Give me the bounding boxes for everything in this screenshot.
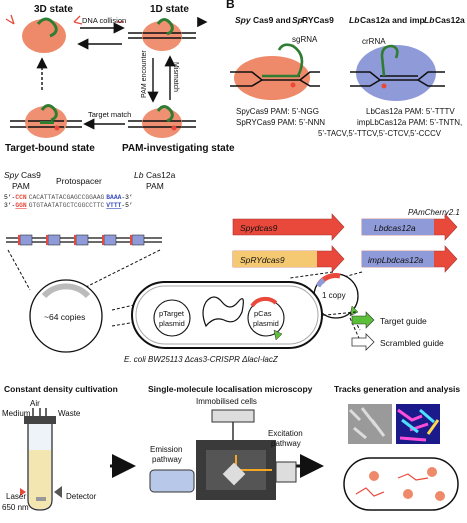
one-copy-label: 1 copy: [322, 291, 346, 300]
cas9-pam2: SpRYCas9 PAM: 5’-NNN: [236, 118, 325, 127]
cultivation-vessel: Air Medium Waste Laser 650 nm Detector: [2, 399, 97, 512]
target-array: [6, 234, 162, 291]
panel-b-letter: B: [226, 0, 235, 11]
target-guide-label: Target guide: [380, 316, 427, 326]
excitation-label-b: pathway: [271, 439, 301, 448]
state-3d-label: 3D state: [34, 4, 73, 15]
emission-label-b: pathway: [152, 455, 182, 464]
laser-label-b: 650 nm: [2, 503, 29, 512]
cas12-pam2: impLbCas12a PAM: 5’-TNTN,: [357, 118, 462, 127]
sgrna-label: sgRNA: [292, 35, 318, 44]
protospacer-block: Spy Cas9 PAM Protospacer Lb Cas12a PAM 5…: [4, 170, 176, 209]
guide-legend: Target guide Scrambled guide: [351, 311, 444, 351]
ptarget-label-b: plasmid: [159, 319, 185, 328]
svg-text:SpRYdcas9: SpRYdcas9: [240, 255, 285, 265]
target-bound-label: Target-bound state: [5, 143, 95, 154]
cas9-title-d: RYCas9: [302, 15, 334, 25]
microscopy-title: Single-molecule localisation microscopy: [148, 384, 313, 394]
pcas-label-a: pCas: [254, 309, 272, 318]
crrna-label: crRNA: [362, 37, 386, 46]
lb-pam-label: PAM: [146, 181, 164, 191]
state-3d-protein: [5, 14, 83, 53]
laser-label-a: Laser: [6, 492, 26, 501]
cas12-title-b: Cas12a and imp: [360, 15, 425, 25]
cas12-pam1: LbCas12a PAM: 5’-TTTV: [366, 107, 455, 116]
strain-label: E. coli BW25113 Δcas3-CRISPR ΔlacI-lacZ: [124, 355, 279, 364]
gene-lbdcas12a: Lbdcas12a: [361, 213, 458, 241]
scrambled-guide-label: Scrambled guide: [380, 338, 444, 348]
mismatch-label: Mismatch: [172, 62, 179, 92]
waste-label: Waste: [58, 409, 81, 418]
state-1d-protein: [117, 20, 205, 51]
copies64-label: ~64 copies: [44, 312, 85, 322]
gene-implbdcas12a: impLbdcas12a: [361, 245, 458, 273]
svg-text:Lbdcas12a: Lbdcas12a: [374, 223, 416, 233]
svg-text:Spydcas9: Spydcas9: [240, 223, 278, 233]
cas12-title-a: Lb: [349, 15, 359, 25]
cas12-title-c: Lb: [424, 15, 434, 25]
svg-text:impLbdcas12a: impLbdcas12a: [368, 255, 424, 265]
pam-investigating-protein: [128, 105, 196, 138]
pamcherry-label: PAmCherry2.1: [408, 208, 460, 217]
cas9-title-c: Sp: [292, 15, 303, 25]
pam-encounter-label: PAM encounter: [141, 50, 148, 98]
gene-spydcas9: Spydcas9: [232, 213, 345, 241]
spy-label-a: Spy: [4, 170, 19, 180]
plasmid-64-copies: ~64 copies: [29, 279, 103, 353]
lb-label-a: Lb: [134, 170, 144, 180]
cas9-pam1: SpyCas9 PAM: 5’-NGG: [236, 107, 319, 116]
immobilised-label: Immobilised cells: [196, 397, 257, 406]
state-1d-label: 1D state: [150, 4, 189, 15]
protospacer-label: Protospacer: [56, 176, 102, 186]
spy-pam-label: PAM: [12, 181, 30, 191]
ptarget-label-a: pTarget: [159, 309, 185, 318]
cas9-title-b: Cas9 and: [253, 15, 291, 25]
cas9-title-a: Spy: [235, 15, 252, 25]
gene-sprydcas9: SpRYdcas9: [232, 245, 345, 273]
lb-label-b: Cas12a: [146, 170, 176, 180]
cas12-title-d: Cas12a: [435, 15, 465, 25]
tracks-panel: [343, 404, 459, 511]
dna-collision-label: DNA collision: [82, 16, 126, 25]
target-bound-protein: [10, 104, 82, 138]
emission-label-a: Emission: [150, 445, 182, 454]
cas9-diagram: Spy Cas9 and Sp RYCas9 sgRNA SpyCas9 PAM…: [230, 15, 334, 127]
cas12-diagram: Lb Cas12a and imp Lb Cas12a crRNA LbCas1…: [318, 15, 465, 138]
cultivation-title: Constant density cultivation: [4, 384, 118, 394]
target-match-label: Target match: [88, 110, 131, 119]
tracks-title: Tracks generation and analysis: [334, 384, 460, 394]
medium-label: Medium: [2, 409, 31, 418]
ecoli-cell: pTarget plasmid pCas plasmid: [131, 281, 323, 349]
pcas-label-b: plasmid: [253, 319, 279, 328]
microscope: Immobilised cells Emission pathway Excit…: [149, 397, 303, 500]
air-label: Air: [30, 399, 40, 408]
detector-label: Detector: [66, 492, 97, 501]
state-cycle: 3D state 1D state DNA collision PAM enco…: [5, 4, 235, 154]
spy-label-b: Cas9: [21, 170, 41, 180]
excitation-label-a: Excitation: [268, 429, 303, 438]
pam-investigating-label: PAM-investigating state: [122, 143, 235, 154]
cas12-pam3: 5’-TACV,5’-TTCV,5’-CTCV,5’-CCCV: [318, 129, 442, 138]
